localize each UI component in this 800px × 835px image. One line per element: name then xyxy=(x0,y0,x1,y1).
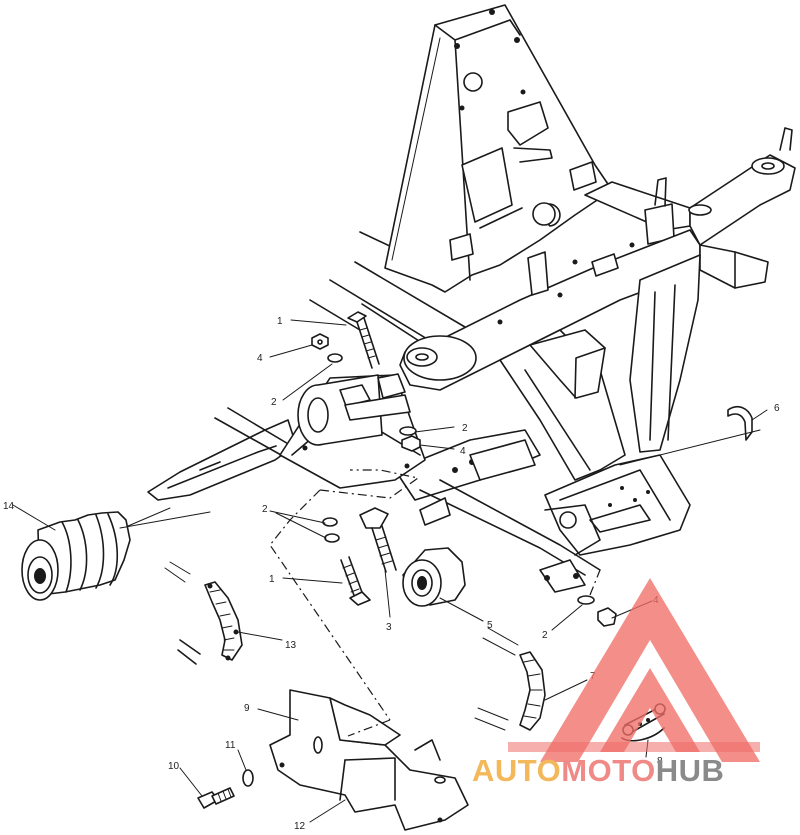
callout-2-upper: 2 xyxy=(271,397,277,408)
automotohub-watermark: AUTOMOTOHUB xyxy=(472,578,760,788)
callout-2-lower: 2 xyxy=(262,504,268,515)
callout-10: 10 xyxy=(168,761,180,772)
washer-lower-1 xyxy=(322,517,338,527)
watermark-logo-triangle xyxy=(540,578,760,762)
watermark-logo-inner xyxy=(600,668,700,752)
bolt-long xyxy=(359,507,397,573)
callout-5: 5 xyxy=(487,620,493,631)
nut-right xyxy=(401,435,421,452)
callout-1-upper: 1 xyxy=(277,316,283,327)
bolt-upper xyxy=(347,311,380,369)
callout-9: 9 xyxy=(244,703,250,714)
frame-assembly xyxy=(309,4,796,593)
watermark-auto: AUTO xyxy=(472,753,561,788)
callout-3: 3 xyxy=(386,622,392,633)
callout-11: 11 xyxy=(225,740,236,751)
callout-8: 8 xyxy=(657,756,663,767)
clip xyxy=(727,406,753,441)
chain-guard xyxy=(269,689,469,831)
callout-14: 14 xyxy=(3,501,15,512)
bolt-small xyxy=(197,787,235,809)
callout-12: 12 xyxy=(294,821,306,832)
callout-2-base: 2 xyxy=(542,630,548,641)
chain-left xyxy=(164,561,243,665)
watermark-moto: MOTO xyxy=(561,753,655,788)
callout-2-right: 2 xyxy=(462,423,468,434)
nut-upper xyxy=(311,333,329,350)
washer-lower-2 xyxy=(324,533,340,543)
swing-arm-bracket xyxy=(147,373,426,501)
chain-right xyxy=(474,627,546,731)
washer-base xyxy=(577,595,595,605)
washer-upper xyxy=(327,353,343,363)
washer-right xyxy=(399,426,417,436)
callout-6: 6 xyxy=(774,403,780,414)
bushing-assembly xyxy=(21,507,171,601)
bolt-lower xyxy=(340,556,371,606)
callout-13: 13 xyxy=(285,640,297,651)
washer-small xyxy=(242,769,254,787)
callout-4-right: 4 xyxy=(460,446,466,457)
watermark-hub: HUB xyxy=(656,753,725,788)
leader-lines xyxy=(12,319,768,823)
callout-4-upper: 4 xyxy=(257,353,263,364)
nut-base xyxy=(597,607,617,627)
svg-text:AUTOMOTOHUB: AUTOMOTOHUB xyxy=(472,753,724,788)
rubber-bushing xyxy=(402,547,466,607)
assembly-lines xyxy=(119,429,761,737)
callout-1-lower: 1 xyxy=(269,574,275,585)
